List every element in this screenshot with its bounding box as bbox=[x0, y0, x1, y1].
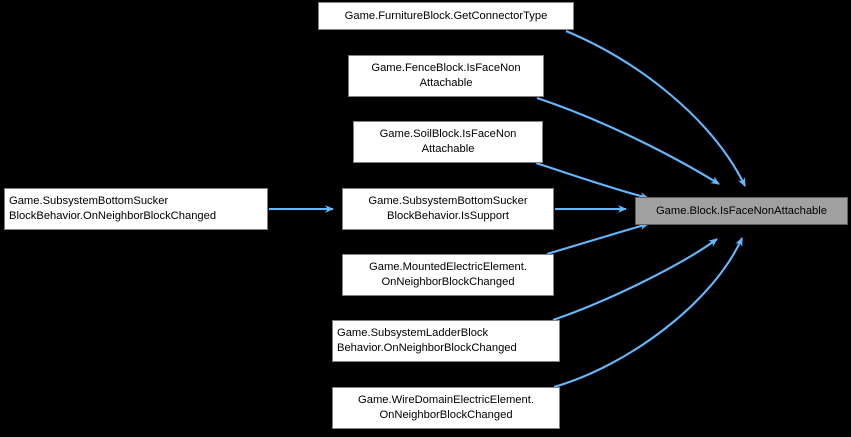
node-mounted-electric-element-on-neighbor-block-changed[interactable]: Game.MountedElectricElement. OnNeighborB… bbox=[342, 254, 554, 296]
node-block-is-face-non-attachable[interactable]: Game.Block.IsFaceNonAttachable bbox=[635, 197, 848, 225]
node-fence-block-is-face-non-attachable[interactable]: Game.FenceBlock.IsFaceNon Attachable bbox=[348, 55, 544, 97]
node-label-line: BlockBehavior.OnNeighborBlockChanged bbox=[9, 210, 217, 222]
node-label-line: Game.SubsystemBottomSucker bbox=[368, 195, 528, 207]
node-furniture-block-get-connector-type[interactable]: Game.FurnitureBlock.GetConnectorType bbox=[318, 2, 574, 30]
edge-furnitureblock-to-target bbox=[565, 30, 746, 187]
node-label-line: Game.FurnitureBlock.GetConnectorType bbox=[344, 9, 548, 22]
edge-fenceblock-to-target bbox=[536, 97, 720, 185]
edge-ladderblock-to-target bbox=[552, 238, 718, 321]
node-subsystem-ladder-block-on-neighbor-block-changed[interactable]: Game.SubsystemLadderBlock Behavior.OnNei… bbox=[332, 320, 560, 362]
edge-wiredomain-to-target bbox=[553, 237, 743, 389]
node-label-line: Game.SoilBlock.IsFaceNon bbox=[379, 128, 517, 140]
node-label-line: Game.SubsystemLadderBlock bbox=[337, 327, 489, 339]
node-label-line: OnNeighborBlockChanged bbox=[379, 409, 513, 421]
node-soil-block-is-face-non-attachable[interactable]: Game.SoilBlock.IsFaceNon Attachable bbox=[353, 121, 543, 163]
node-label-line: Behavior.OnNeighborBlockChanged bbox=[337, 342, 517, 354]
node-label-line: Game.FenceBlock.IsFaceNon bbox=[371, 62, 521, 74]
node-label-line: Attachable bbox=[421, 143, 475, 155]
node-subsystem-bottom-sucker-is-support[interactable]: Game.SubsystemBottomSucker BlockBehavior… bbox=[342, 188, 554, 230]
node-label-line: BlockBehavior.IsSupport bbox=[387, 210, 509, 222]
node-wire-domain-electric-element-on-neighbor-block-changed[interactable]: Game.WireDomainElectricElement. OnNeighb… bbox=[332, 387, 560, 429]
node-label-line: Game.MountedElectricElement. bbox=[369, 261, 527, 273]
node-label-line: OnNeighborBlockChanged bbox=[381, 276, 515, 288]
node-subsystem-bottom-sucker-on-neighbor-block-changed[interactable]: Game.SubsystemBottomSucker BlockBehavior… bbox=[4, 188, 268, 230]
node-label-line: Game.Block.IsFaceNonAttachable bbox=[655, 204, 827, 217]
node-label-line: Game.WireDomainElectricElement. bbox=[358, 394, 534, 406]
node-label-line: Attachable bbox=[419, 77, 473, 89]
edge-mountedelectric-to-target bbox=[546, 222, 649, 256]
node-label-line: Game.SubsystemBottomSucker bbox=[9, 195, 169, 207]
